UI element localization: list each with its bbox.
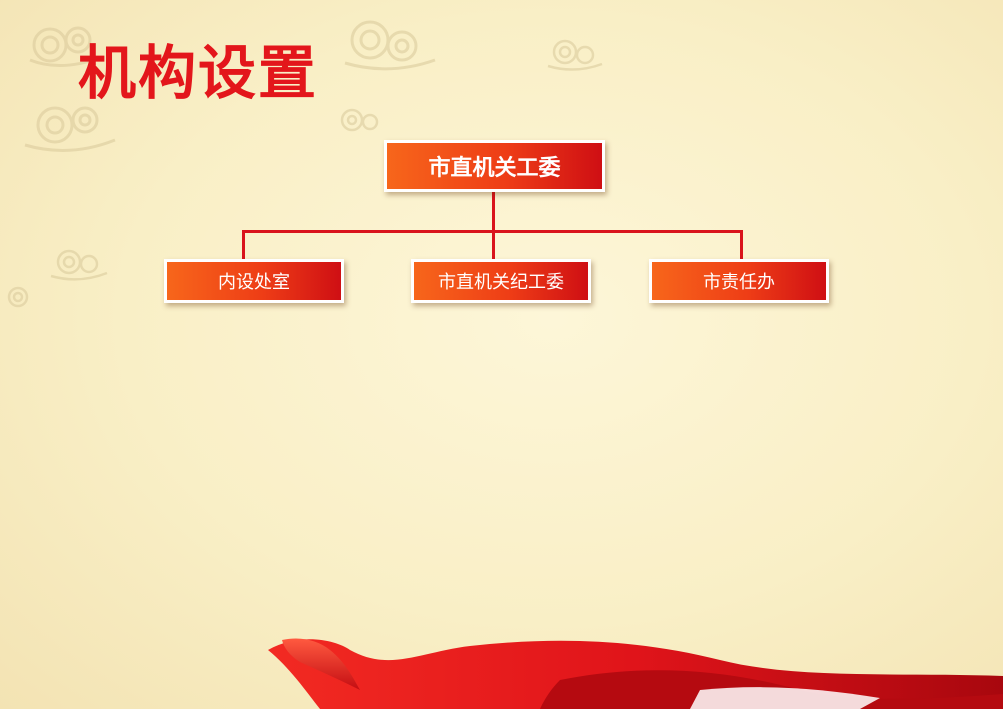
cloud-pattern-icon xyxy=(24,106,116,152)
cloud-pattern-icon xyxy=(547,39,603,71)
org-node-jigongwei: 市直机关纪工委 xyxy=(411,259,591,303)
connector-right-drop xyxy=(740,230,743,259)
connector-root-vertical xyxy=(492,192,495,259)
org-node-neishe-chushi: 内设处室 xyxy=(164,259,344,303)
cloud-pattern-icon xyxy=(50,249,108,281)
cloud-pattern-icon xyxy=(7,286,29,308)
org-node-zerenban: 市责任办 xyxy=(649,259,829,303)
cloud-pattern-icon xyxy=(340,108,379,132)
connector-horizontal xyxy=(242,230,743,233)
connector-left-drop xyxy=(242,230,245,259)
org-node-root: 市直机关工委 xyxy=(384,140,605,192)
cloud-pattern-icon xyxy=(29,26,101,68)
page-title: 机构设置 xyxy=(78,39,319,107)
cloud-pattern-icon xyxy=(344,20,436,71)
